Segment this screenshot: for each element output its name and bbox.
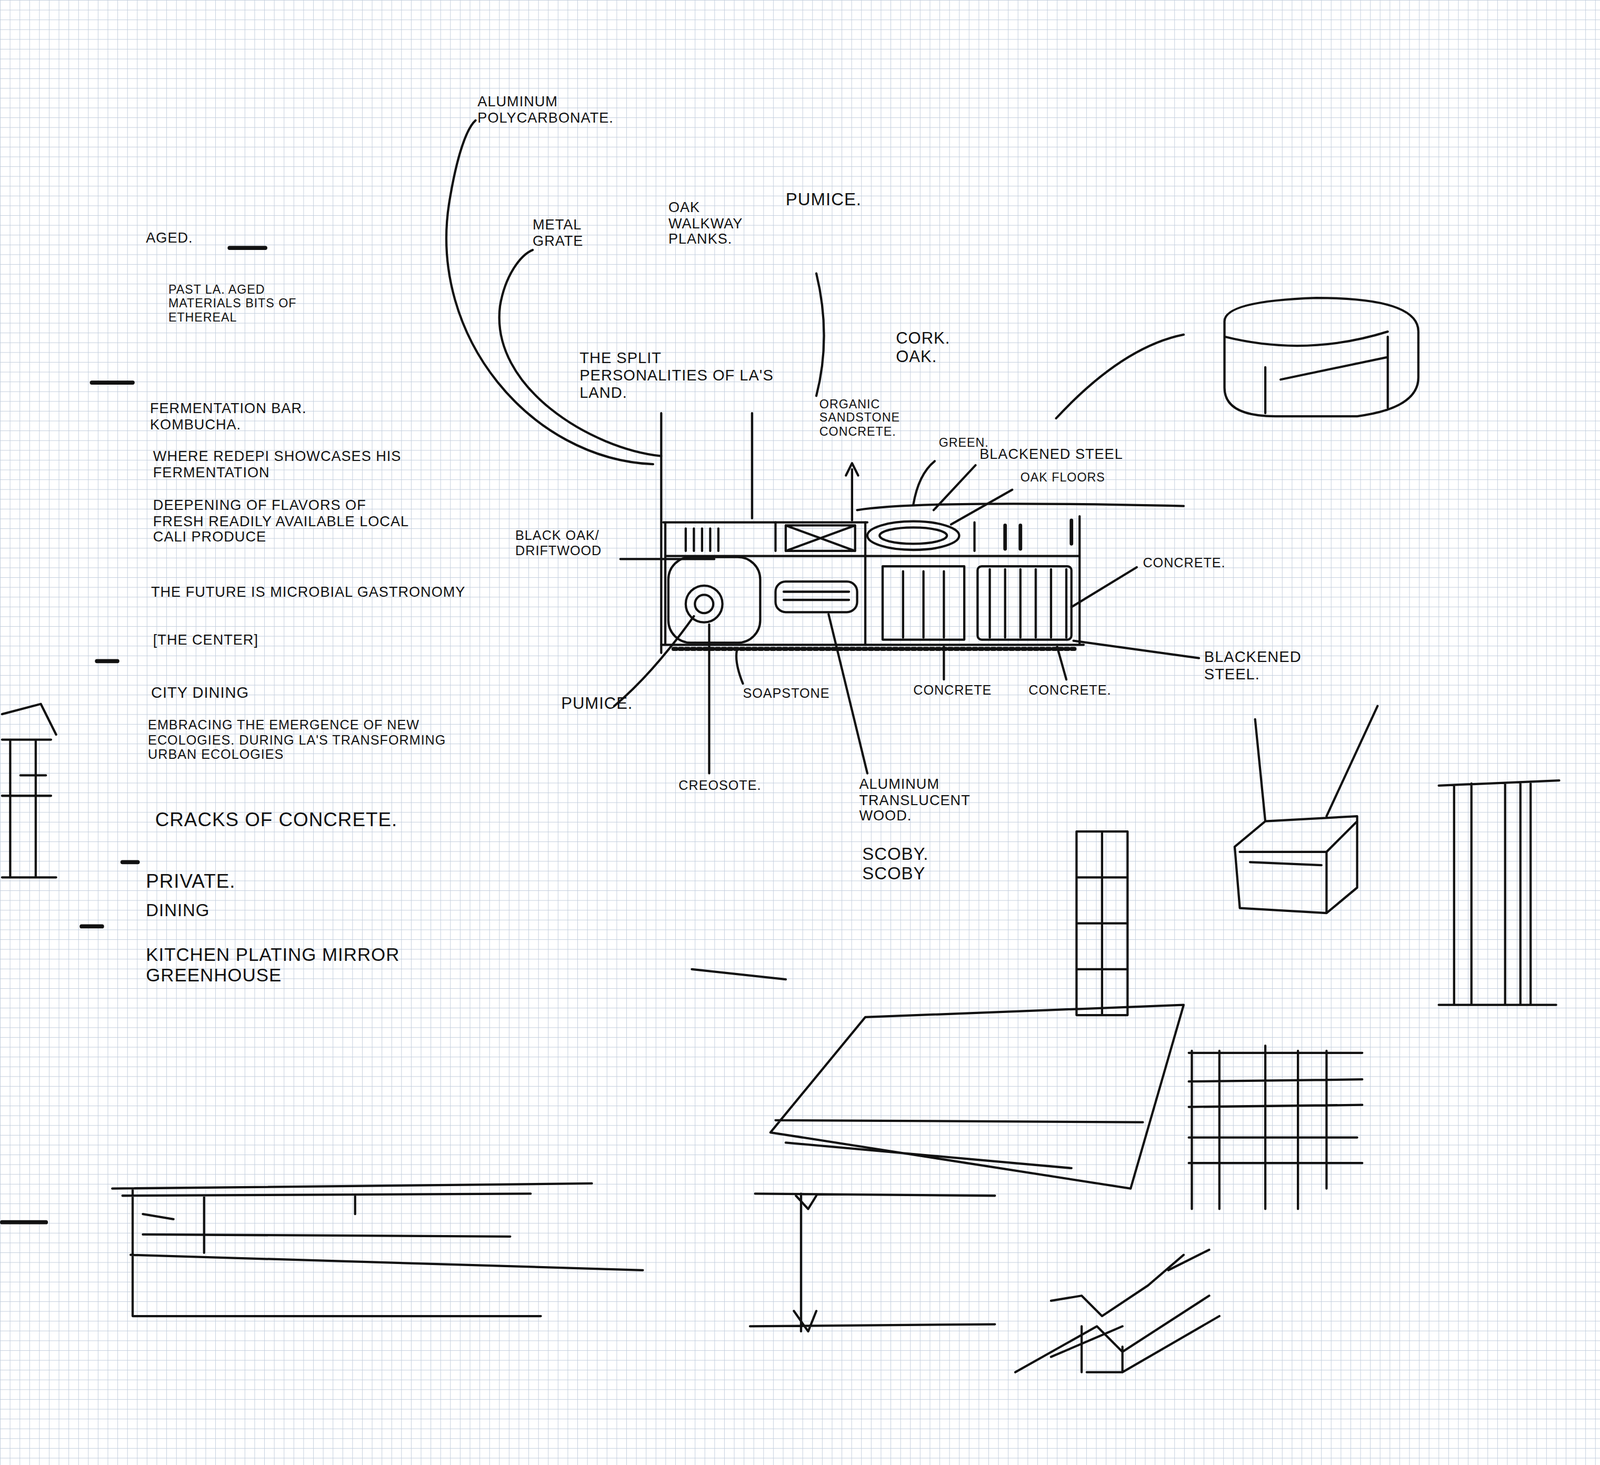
note-label: [THE CENTER] xyxy=(153,632,259,649)
note-label: ALUMINUM TRANSLUCENT WOOD. xyxy=(858,776,997,825)
note-label: BLACK OAK/ DRIFTWOOD xyxy=(515,528,618,558)
leader-line xyxy=(828,614,868,774)
window-mullions xyxy=(903,571,945,638)
note-label: OAK FLOORS xyxy=(1020,471,1106,486)
note-label: DINING xyxy=(145,901,210,921)
leader-line xyxy=(1056,334,1184,419)
leader-line xyxy=(707,624,710,774)
vessel xyxy=(685,585,723,623)
stand-sketch xyxy=(750,1193,995,1332)
note-label: PAST LA. AGED MATERIALS BITS OF ETHEREAL xyxy=(168,283,322,325)
note-label: PUMICE. xyxy=(785,190,862,210)
note-label: DEEPENING OF FLAVORS OF FRESH READILY AV… xyxy=(153,497,419,546)
leader-line xyxy=(620,557,715,560)
vessel-inner xyxy=(694,594,714,614)
curved-room xyxy=(668,557,760,644)
note-label: PUMICE. xyxy=(561,694,633,714)
note-label: CONCRETE. xyxy=(1028,683,1112,699)
leader-arrow xyxy=(845,463,858,521)
leader-line xyxy=(951,490,1013,525)
panel-lines xyxy=(990,569,1067,638)
note-label: BLACKENED STEEL. xyxy=(1204,648,1317,684)
box-sketch xyxy=(1234,706,1378,914)
leader-line xyxy=(614,616,694,707)
note-label: EMBRACING THE EMERGENCE OF NEW ECOLOGIES… xyxy=(147,718,465,764)
note-label: CORK. OAK. xyxy=(895,329,957,366)
note-label: ORGANIC SANDSTONE CONCRETE. xyxy=(819,397,922,439)
grid-sketch xyxy=(1188,1045,1363,1209)
note-label: CONCRETE. xyxy=(1142,556,1226,572)
wall-line xyxy=(661,413,753,654)
note-label: METAL GRATE xyxy=(532,217,615,250)
note-label: WHERE REDEPI SHOWCASES HIS FERMENTATION xyxy=(153,448,439,482)
skylight-inner xyxy=(879,527,947,544)
bench xyxy=(775,581,857,613)
leader-line xyxy=(816,273,825,397)
steel-panel xyxy=(977,566,1072,640)
section-frame xyxy=(661,503,1184,645)
note-label: AGED. xyxy=(145,230,193,247)
note-label: BLACKENED STEEL xyxy=(979,446,1124,463)
leader-line xyxy=(913,461,935,505)
leader-line xyxy=(736,651,743,684)
note-label: KITCHEN PLATING MIRROR GREENHOUSE xyxy=(145,944,534,986)
bench-lines xyxy=(783,591,849,600)
posts xyxy=(1005,520,1072,549)
note-label: CRACKS OF CONCRETE. xyxy=(155,808,398,831)
note-label: ALUMINUM POLYCARBONATE. xyxy=(477,93,631,126)
leader-line xyxy=(1071,567,1137,608)
steps-sketch xyxy=(1015,1250,1220,1373)
leader-line xyxy=(1073,641,1199,659)
note-label: SOAPSTONE xyxy=(742,686,830,702)
divider-lines xyxy=(775,522,975,646)
crossed-box xyxy=(785,525,856,551)
window-grid xyxy=(882,566,965,640)
plane-sketch xyxy=(691,969,1184,1189)
hatch-lines xyxy=(685,528,719,552)
note-label: THE FUTURE IS MICROBIAL GASTRONOMY xyxy=(151,584,468,601)
note-label: CONCRETE xyxy=(913,683,992,699)
capsule-sketch xyxy=(1224,297,1419,417)
leader-line xyxy=(933,465,976,510)
grid-sketch xyxy=(1438,780,1560,1006)
note-label: CITY DINING xyxy=(151,684,249,703)
note-label: PRIVATE. xyxy=(145,870,236,893)
note-label: FERMENTATION BAR. KOMBUCHA. xyxy=(150,401,375,434)
panel-sketch xyxy=(1076,831,1128,1016)
note-label: OAK WALKWAY PLANKS. xyxy=(668,200,750,248)
skylight xyxy=(867,521,959,550)
note-label: CREOSOTE. xyxy=(678,778,762,794)
leader-line xyxy=(943,646,1067,680)
house-sketch xyxy=(2,704,57,878)
leader-line xyxy=(446,120,654,465)
note-label: SCOBY. SCOBY xyxy=(862,844,944,884)
ground-hatch xyxy=(673,646,1077,652)
table-sketch xyxy=(112,1183,643,1317)
note-label: THE SPLIT PERSONALITIES OF LA'S LAND. xyxy=(579,350,784,402)
